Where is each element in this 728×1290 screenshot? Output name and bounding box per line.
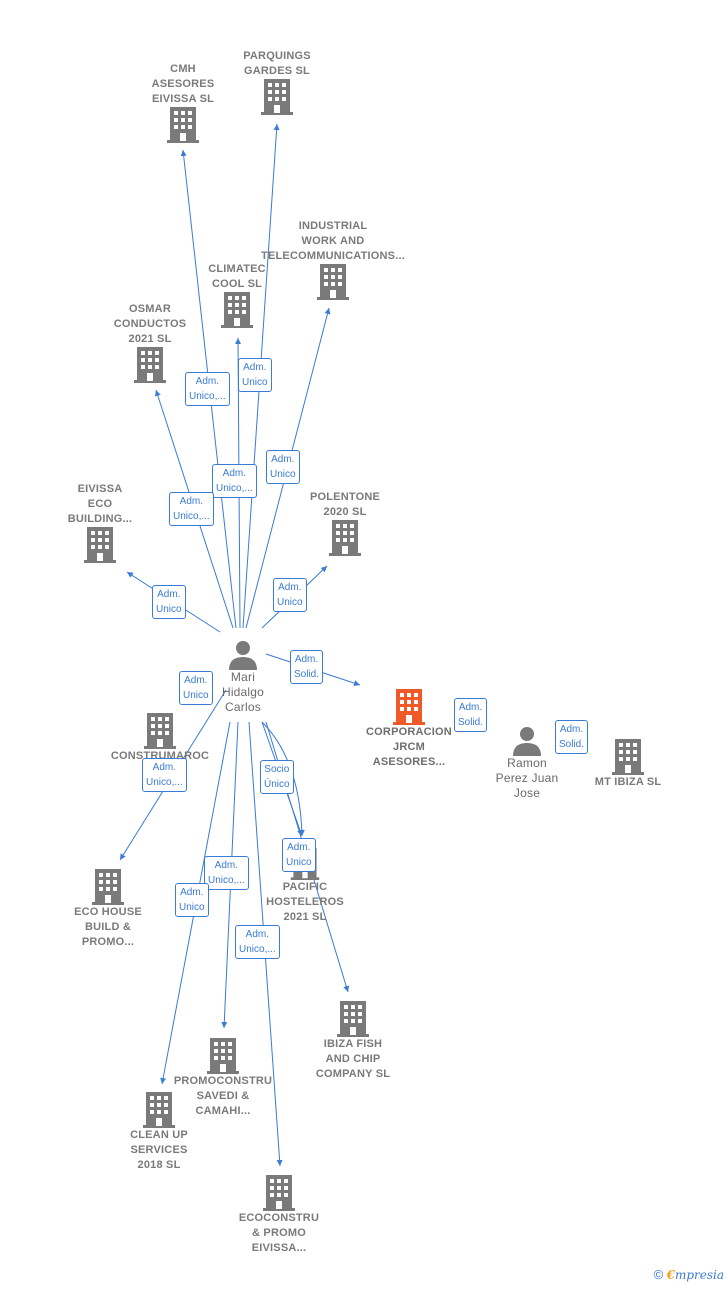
building-icon	[167, 107, 199, 143]
node-mtibiza[interactable]: MT IBIZA SL	[553, 739, 703, 790]
node-climatec[interactable]: CLIMATEC COOL SL	[162, 262, 312, 328]
building-icon	[612, 739, 644, 775]
node-corporacion[interactable]: CORPORACION JRCM ASESORES...	[334, 689, 484, 770]
node-polentone[interactable]: POLENTONE 2020 SL	[270, 490, 420, 556]
node-promoconstru[interactable]: PROMOCONSTRU SAVEDI & CAMAHI...	[148, 1038, 298, 1119]
edge-label[interactable]: Adm. Unico	[175, 883, 209, 917]
node-label: Mari Hidalgo Carlos	[221, 670, 265, 714]
node-label: ECO HOUSE BUILD & PROMO...	[74, 906, 142, 948]
edge-label[interactable]: Adm. Solid.	[454, 698, 488, 732]
building-icon	[317, 264, 349, 300]
building-icon	[134, 347, 166, 383]
edge-label[interactable]: Adm. Unico	[266, 450, 300, 484]
edge-label[interactable]: Adm. Unico	[179, 671, 213, 705]
building-icon	[337, 1001, 369, 1037]
building-icon	[144, 713, 176, 749]
node-industrial[interactable]: INDUSTRIAL WORK AND TELECOMMUNICATIONS..…	[258, 219, 408, 300]
edge-label[interactable]: Adm. Unico	[282, 838, 316, 872]
brand-name: mpresia	[674, 1268, 724, 1282]
node-osmar[interactable]: OSMAR CONDUCTOS 2021 SL	[75, 302, 225, 383]
brand-logo: €mpresia	[667, 1268, 724, 1282]
edge-label[interactable]: Adm. Unico,...	[235, 925, 280, 959]
copyright-symbol: ©	[653, 1267, 664, 1282]
building-icon	[92, 869, 124, 905]
node-ecoconstru[interactable]: ECOCONSTRU & PROMO EIVISSA...	[204, 1175, 354, 1256]
edge-label[interactable]: Socio Único	[260, 760, 294, 794]
node-label: INDUSTRIAL WORK AND TELECOMMUNICATIONS..…	[261, 220, 405, 262]
node-label: MT IBIZA SL	[594, 776, 662, 788]
building-icon	[329, 520, 361, 556]
node-eivissa[interactable]: EIVISSA ECO BUILDING...	[25, 482, 175, 563]
edge-label[interactable]: Adm. Solid.	[290, 650, 324, 684]
building-icon	[263, 1175, 295, 1211]
edge-label[interactable]: Adm. Unico	[273, 578, 307, 612]
node-label: PARQUINGS GARDES SL	[243, 50, 311, 77]
edge-label[interactable]: Adm. Unico,...	[169, 492, 214, 526]
node-label: CLIMATEC COOL SL	[208, 263, 266, 290]
edge-label[interactable]: Adm. Unico,...	[142, 758, 187, 792]
person-icon	[513, 727, 541, 756]
building-icon	[207, 1038, 239, 1074]
node-label: ECOCONSTRU & PROMO EIVISSA...	[238, 1212, 320, 1254]
node-label: OSMAR CONDUCTOS 2021 SL	[113, 303, 187, 345]
building-icon	[84, 527, 116, 563]
node-label: PACIFIC HOSTELEROS 2021 SL	[266, 881, 344, 923]
node-parquings[interactable]: PARQUINGS GARDES SL	[202, 49, 352, 115]
node-cleanup[interactable]: CLEAN UP SERVICES 2018 SL	[84, 1092, 234, 1173]
node-label: PROMOCONSTRU SAVEDI & CAMAHI...	[173, 1075, 273, 1117]
building-icon	[261, 79, 293, 115]
node-ecohouse[interactable]: ECO HOUSE BUILD & PROMO...	[33, 869, 183, 950]
edge-label[interactable]: Adm. Unico	[152, 585, 186, 619]
node-label: CLEAN UP SERVICES 2018 SL	[130, 1129, 188, 1171]
edge-label[interactable]: Adm. Unico,...	[212, 464, 257, 498]
node-label: POLENTONE 2020 SL	[309, 491, 381, 518]
node-label: CORPORACION JRCM ASESORES...	[366, 726, 452, 768]
node-cmh[interactable]: CMH ASESORES EIVISSA SL	[108, 62, 258, 143]
node-label: Ramon Perez Juan Jose	[495, 756, 559, 800]
building-icon	[393, 689, 425, 725]
node-label: IBIZA FISH AND CHIP COMPANY SL	[315, 1038, 391, 1080]
node-label: CMH ASESORES EIVISSA SL	[151, 63, 215, 105]
brand-initial: €	[666, 1268, 675, 1282]
node-label: EIVISSA ECO BUILDING...	[67, 483, 133, 525]
edge-label[interactable]: Adm. Unico,...	[185, 372, 230, 406]
edge-label[interactable]: Adm. Solid.	[555, 720, 589, 754]
node-mari[interactable]: Mari Hidalgo Carlos	[168, 640, 318, 715]
node-ramon[interactable]: Ramon Perez Juan Jose	[452, 726, 602, 801]
edge-label[interactable]: Adm. Unico,...	[204, 856, 249, 890]
footer-brand[interactable]: © €mpresia	[654, 1267, 724, 1282]
person-icon	[229, 641, 257, 670]
edge-label[interactable]: Adm. Unico	[238, 358, 272, 392]
node-ibizafish[interactable]: IBIZA FISH AND CHIP COMPANY SL	[278, 1001, 428, 1082]
building-icon	[143, 1092, 175, 1128]
building-icon	[221, 292, 253, 328]
